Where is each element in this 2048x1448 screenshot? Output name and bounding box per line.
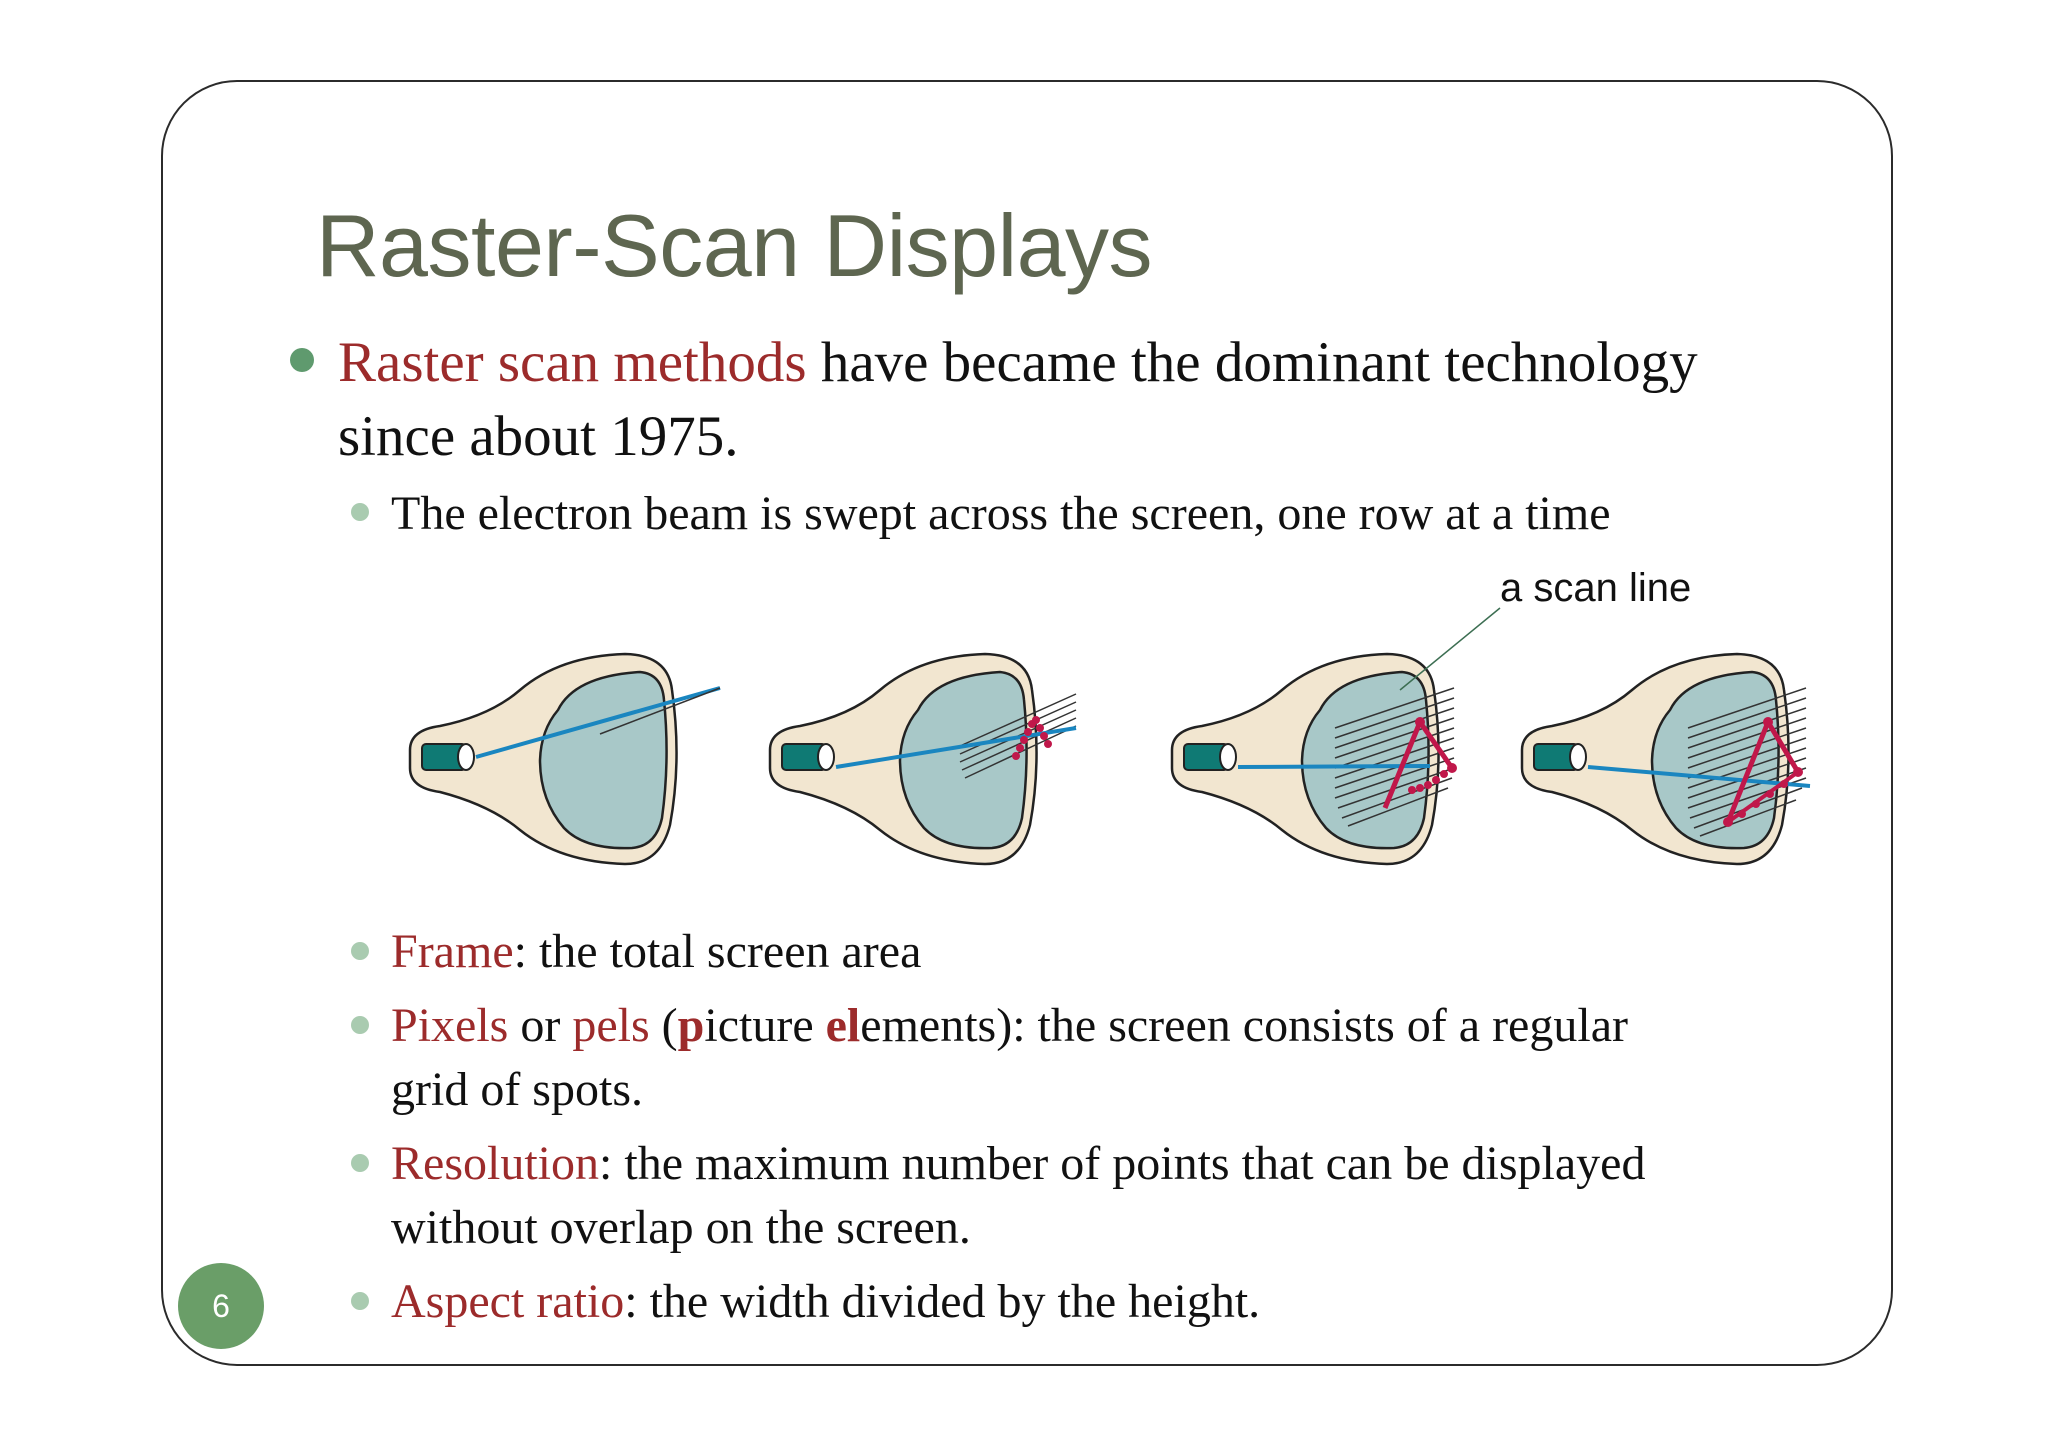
bullet-text-line2: since about 1975. — [338, 405, 739, 468]
page-number-badge: 6 — [178, 1263, 264, 1349]
crt-tube-2 — [768, 652, 1077, 866]
pixels-icture: icture — [704, 999, 826, 1052]
crt-tube-1 — [408, 652, 721, 866]
sub-bullet-frame: Frame: the total screen area — [391, 920, 1811, 984]
pixels-text: ements): the screen consists of a regula… — [860, 999, 1628, 1052]
sub-bullet-aspect-ratio: Aspect ratio: the width divided by the h… — [391, 1270, 1811, 1334]
bullet-text: have became the dominant technology — [806, 331, 1698, 394]
scan-line-label: a scan line — [1500, 566, 1692, 610]
term-resolution: Resolution — [391, 1137, 600, 1190]
term-aspect-ratio: Aspect ratio — [391, 1275, 625, 1328]
frame-text: : the total screen area — [513, 925, 922, 978]
term-pixels: Pixels — [391, 999, 509, 1052]
sub-bullet-dot — [351, 1154, 369, 1172]
term-pels: pels — [572, 999, 650, 1052]
sub-bullet-pixels: Pixels or pels (picture elements): the s… — [391, 994, 1811, 1122]
sub-bullet-text: The electron beam is swept across the sc… — [391, 487, 1611, 540]
sub-bullet-dot — [351, 1016, 369, 1034]
pixels-text-line2: grid of spots. — [391, 1063, 643, 1116]
bullet-dot — [290, 348, 314, 372]
bullet-raster-scan: Raster scan methods have became the domi… — [338, 326, 1818, 474]
term-raster-scan: Raster scan methods — [338, 331, 807, 394]
sub-bullet-electron-beam: The electron beam is swept across the sc… — [391, 482, 1811, 546]
sub-bullet-dot — [351, 1292, 369, 1310]
aspect-text: : the width divided by the height. — [624, 1275, 1261, 1328]
sub-bullet-resolution: Resolution: the maximum number of points… — [391, 1132, 1811, 1260]
resolution-text: : the maximum number of points that can … — [599, 1137, 1646, 1190]
term-frame: Frame — [391, 925, 514, 978]
crt-tube-4 — [1520, 652, 1811, 866]
crt-tube-3 — [1170, 607, 1501, 866]
emphasis-p: p — [677, 999, 705, 1052]
scan-line-pointer — [1399, 607, 1501, 691]
sub-bullet-dot — [351, 503, 369, 521]
slide-title: Raster-Scan Displays — [316, 196, 1153, 295]
emphasis-el: el — [825, 999, 861, 1052]
sub-bullet-dot — [351, 942, 369, 960]
pixels-paren: ( — [649, 999, 678, 1052]
pixels-or: or — [508, 999, 573, 1052]
resolution-text-line2: without overlap on the screen. — [391, 1201, 971, 1254]
raster-scan-diagram — [408, 607, 1811, 866]
